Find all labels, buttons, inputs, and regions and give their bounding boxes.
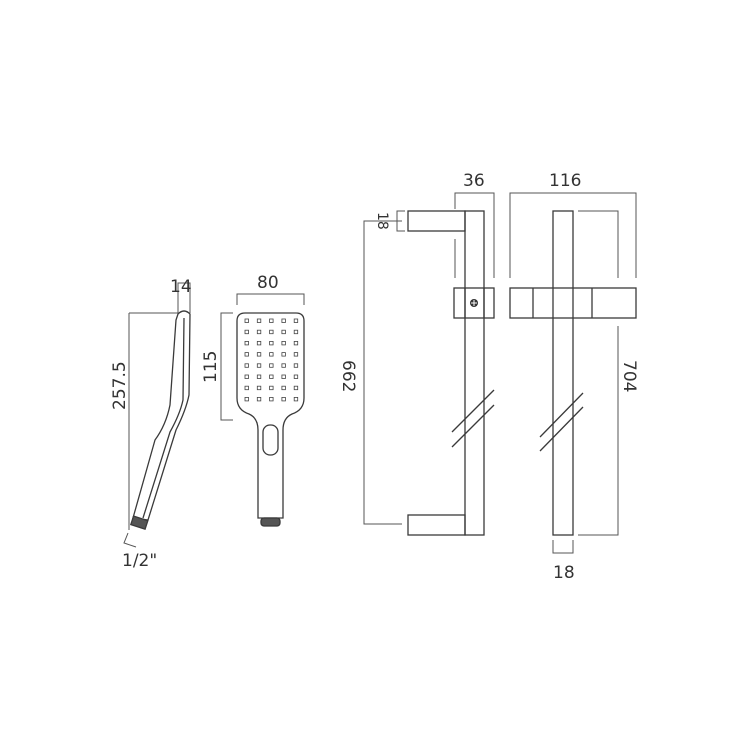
nozzle [293,329,299,335]
dim-handset-depth: 14 [170,277,192,297]
nozzle [293,396,299,402]
spray-nozzles [244,318,299,402]
dim-handset-length: 257.5 [110,361,130,410]
dim-thread: 1/2" [122,551,157,571]
nozzle [256,340,262,346]
nozzle [256,385,262,391]
nozzle [269,396,274,402]
dim-bracket-height: 18 [374,212,390,230]
nozzle [256,363,262,368]
dim-head-height: 115 [201,351,221,383]
dim-bracket-spacing: 662 [338,360,358,392]
dim-rail-width: 18 [553,563,575,583]
dim-rail-length: 704 [619,360,639,392]
nozzle [244,318,249,323]
nozzle [269,352,274,357]
dim-slider-width: 116 [549,171,581,191]
nozzle [244,363,249,368]
nozzle [244,352,249,357]
nozzle [269,340,274,346]
nozzle [269,318,274,323]
nozzle [281,329,286,335]
nozzle [293,318,299,323]
handset-side-view [123,282,191,548]
nozzle [293,340,299,346]
nozzle [293,374,299,379]
nozzle [281,318,286,323]
nozzle [293,385,299,391]
rail-side-view [363,192,495,536]
nozzle [281,363,286,368]
nozzle [281,374,286,379]
nozzle [293,352,299,357]
nozzle [293,363,299,368]
dim-head-width: 80 [257,273,279,293]
nozzle [244,396,249,402]
nozzle [256,396,262,402]
nozzle [256,352,262,357]
nozzle [269,363,274,368]
nozzle [244,374,249,379]
nozzle [281,352,286,357]
nozzle [256,318,262,323]
nozzle [244,340,249,346]
handset-front-view [220,293,305,527]
nozzle [256,329,262,335]
nozzle [244,329,249,335]
nozzle [269,385,274,391]
nozzle [281,340,286,346]
dim-projection: 36 [463,171,485,191]
nozzle [281,396,286,402]
nozzle [281,385,286,391]
nozzle [269,374,274,379]
nozzle [244,385,249,391]
nozzle [256,374,262,379]
nozzle [269,329,274,335]
rail-front-view [509,192,637,554]
